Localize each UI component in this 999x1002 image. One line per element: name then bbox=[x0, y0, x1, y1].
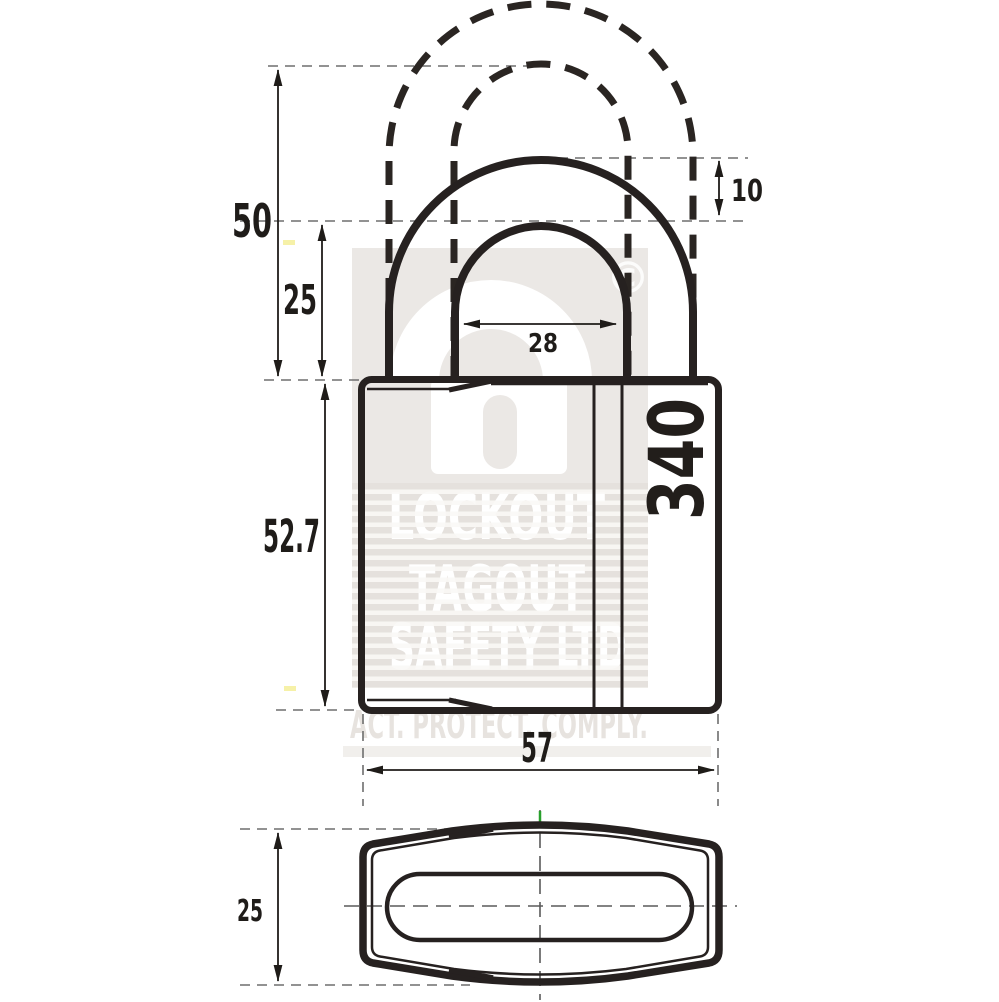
dim-label-body-height: 52.7 bbox=[263, 510, 320, 563]
shackle-open-position bbox=[385, 0, 697, 380]
bottom-view-top-notch bbox=[448, 826, 494, 840]
watermark-line3: SAFETY LTD bbox=[389, 611, 627, 685]
watermark-padlock-shackle bbox=[390, 280, 592, 382]
bottom-view-slot bbox=[384, 871, 695, 943]
product-code-label: 340 bbox=[632, 398, 721, 520]
shackle-open-outer-arc bbox=[385, 0, 697, 380]
watermark-keyhole bbox=[483, 395, 517, 469]
dim-label-open-clearance: 50 bbox=[232, 194, 272, 248]
dim-label-inner-width: 28 bbox=[528, 329, 558, 359]
dim-label-closed-clearance: 25 bbox=[283, 276, 317, 324]
bottom-view-outline bbox=[359, 821, 723, 986]
body-top-notch bbox=[448, 378, 493, 393]
shackle-closed bbox=[385, 156, 697, 383]
shackle-inner-arc bbox=[451, 222, 631, 383]
yellow-mark-bottom bbox=[284, 686, 296, 691]
yellow-mark-top bbox=[283, 240, 295, 245]
padlock-body-front: 340 bbox=[358, 376, 722, 714]
bottom-view-bottom-notch bbox=[448, 967, 494, 981]
dim-label-body-depth: 25 bbox=[237, 894, 263, 929]
watermark-line1: LOCKOUT bbox=[388, 481, 605, 555]
centerlines bbox=[344, 810, 737, 1000]
body-outline bbox=[358, 376, 722, 714]
shackle-open-inner-arc bbox=[450, 60, 632, 380]
dimension-lines bbox=[273, 69, 724, 982]
watermark-bar bbox=[343, 746, 711, 757]
watermark-stripes bbox=[352, 483, 648, 688]
dim-label-body-width: 57 bbox=[521, 724, 553, 772]
watermark-line2: TAGOUT bbox=[409, 553, 585, 627]
padlock-bottom-view bbox=[359, 821, 723, 986]
shackle-outer-arc bbox=[385, 156, 697, 383]
dim-label-shackle-diameter: 10 bbox=[731, 174, 763, 209]
construction-lines bbox=[240, 65, 748, 986]
body-bottom-notch bbox=[448, 697, 493, 712]
